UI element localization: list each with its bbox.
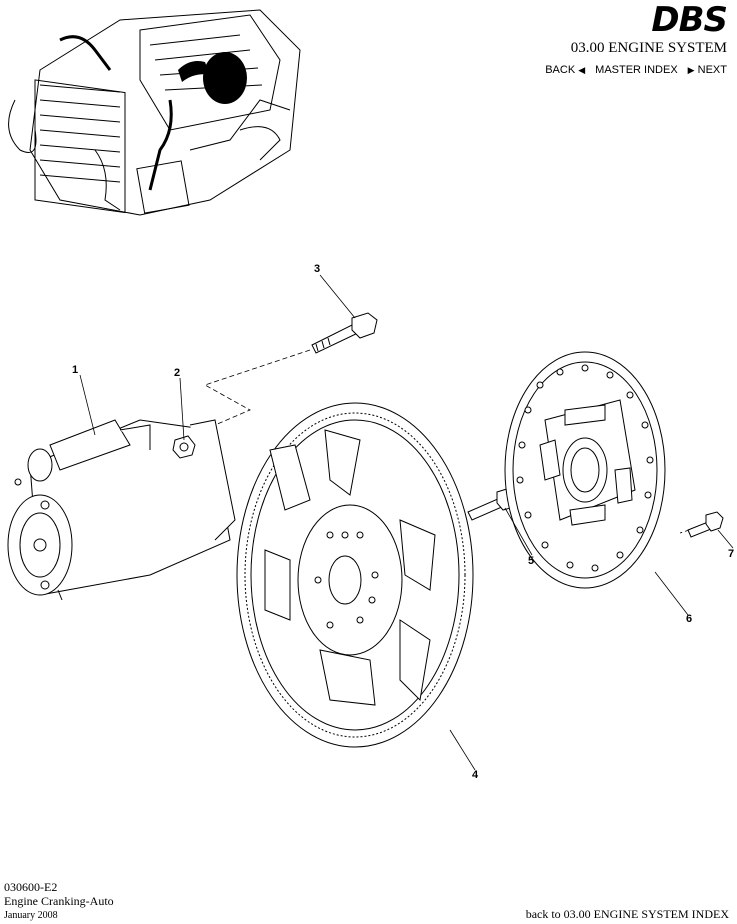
diagram-title: Engine Cranking-Auto — [4, 894, 114, 908]
next-button[interactable]: ▶ NEXT — [688, 64, 727, 76]
triangle-right-icon: ▶ — [687, 65, 695, 75]
navigation-bar: BACK ◀ MASTER INDEX ▶ NEXT — [545, 64, 727, 76]
highlighted-component-marker — [178, 52, 247, 104]
starter-bolt — [172, 435, 196, 459]
callout-6: 6 — [686, 613, 692, 625]
callout-2: 2 — [174, 367, 180, 379]
callout-5: 5 — [528, 555, 534, 567]
triangle-left-icon: ◀ — [578, 65, 586, 75]
next-label: NEXT — [697, 64, 727, 76]
callout-labels: 1 2 3 4 5 6 7 — [72, 263, 734, 781]
diagram-code: 030600-E2 — [4, 880, 58, 894]
callout-1: 1 — [72, 364, 78, 376]
back-label: BACK — [545, 64, 576, 76]
drive-plate — [504, 351, 666, 589]
section-title: 03.00 ENGINE SYSTEM — [570, 40, 727, 56]
callout-7: 7 — [728, 548, 734, 560]
diagram-date: January 2008 — [4, 910, 58, 921]
starter-long-bolt — [311, 312, 378, 354]
flex-plate — [236, 402, 474, 748]
callout-3: 3 — [314, 263, 320, 275]
back-button[interactable]: BACK ◀ — [545, 64, 585, 76]
back-to-index-link[interactable]: back to 03.00 ENGINE SYSTEM INDEX — [525, 907, 729, 921]
dbs-logo: DBS — [651, 0, 728, 40]
callout-leaders — [79, 274, 734, 771]
master-index-button[interactable]: MASTER INDEX — [595, 64, 678, 76]
engine-overview-illustration — [8, 9, 301, 216]
starter-motor — [7, 419, 236, 601]
exploded-diagram: 1 2 3 4 5 6 7 — [7, 9, 734, 781]
drive-plate-bolt — [687, 511, 724, 538]
callout-4: 4 — [472, 769, 479, 781]
